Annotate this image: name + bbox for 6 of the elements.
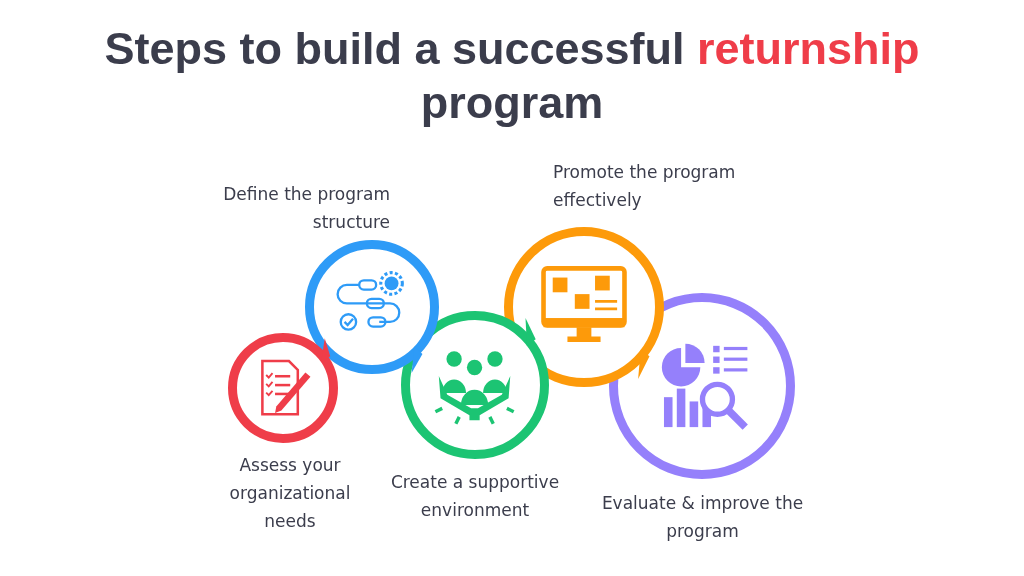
step-label: Assess your organizational needs <box>228 454 352 533</box>
step-label: Define the program structure <box>222 183 390 234</box>
step-label: Promote the program effectively <box>553 161 737 212</box>
title: Steps to build a successful returnship program <box>103 22 921 130</box>
step-label: Evaluate & improve the program <box>600 492 805 543</box>
step-label: Create a supportive environment <box>390 471 560 522</box>
